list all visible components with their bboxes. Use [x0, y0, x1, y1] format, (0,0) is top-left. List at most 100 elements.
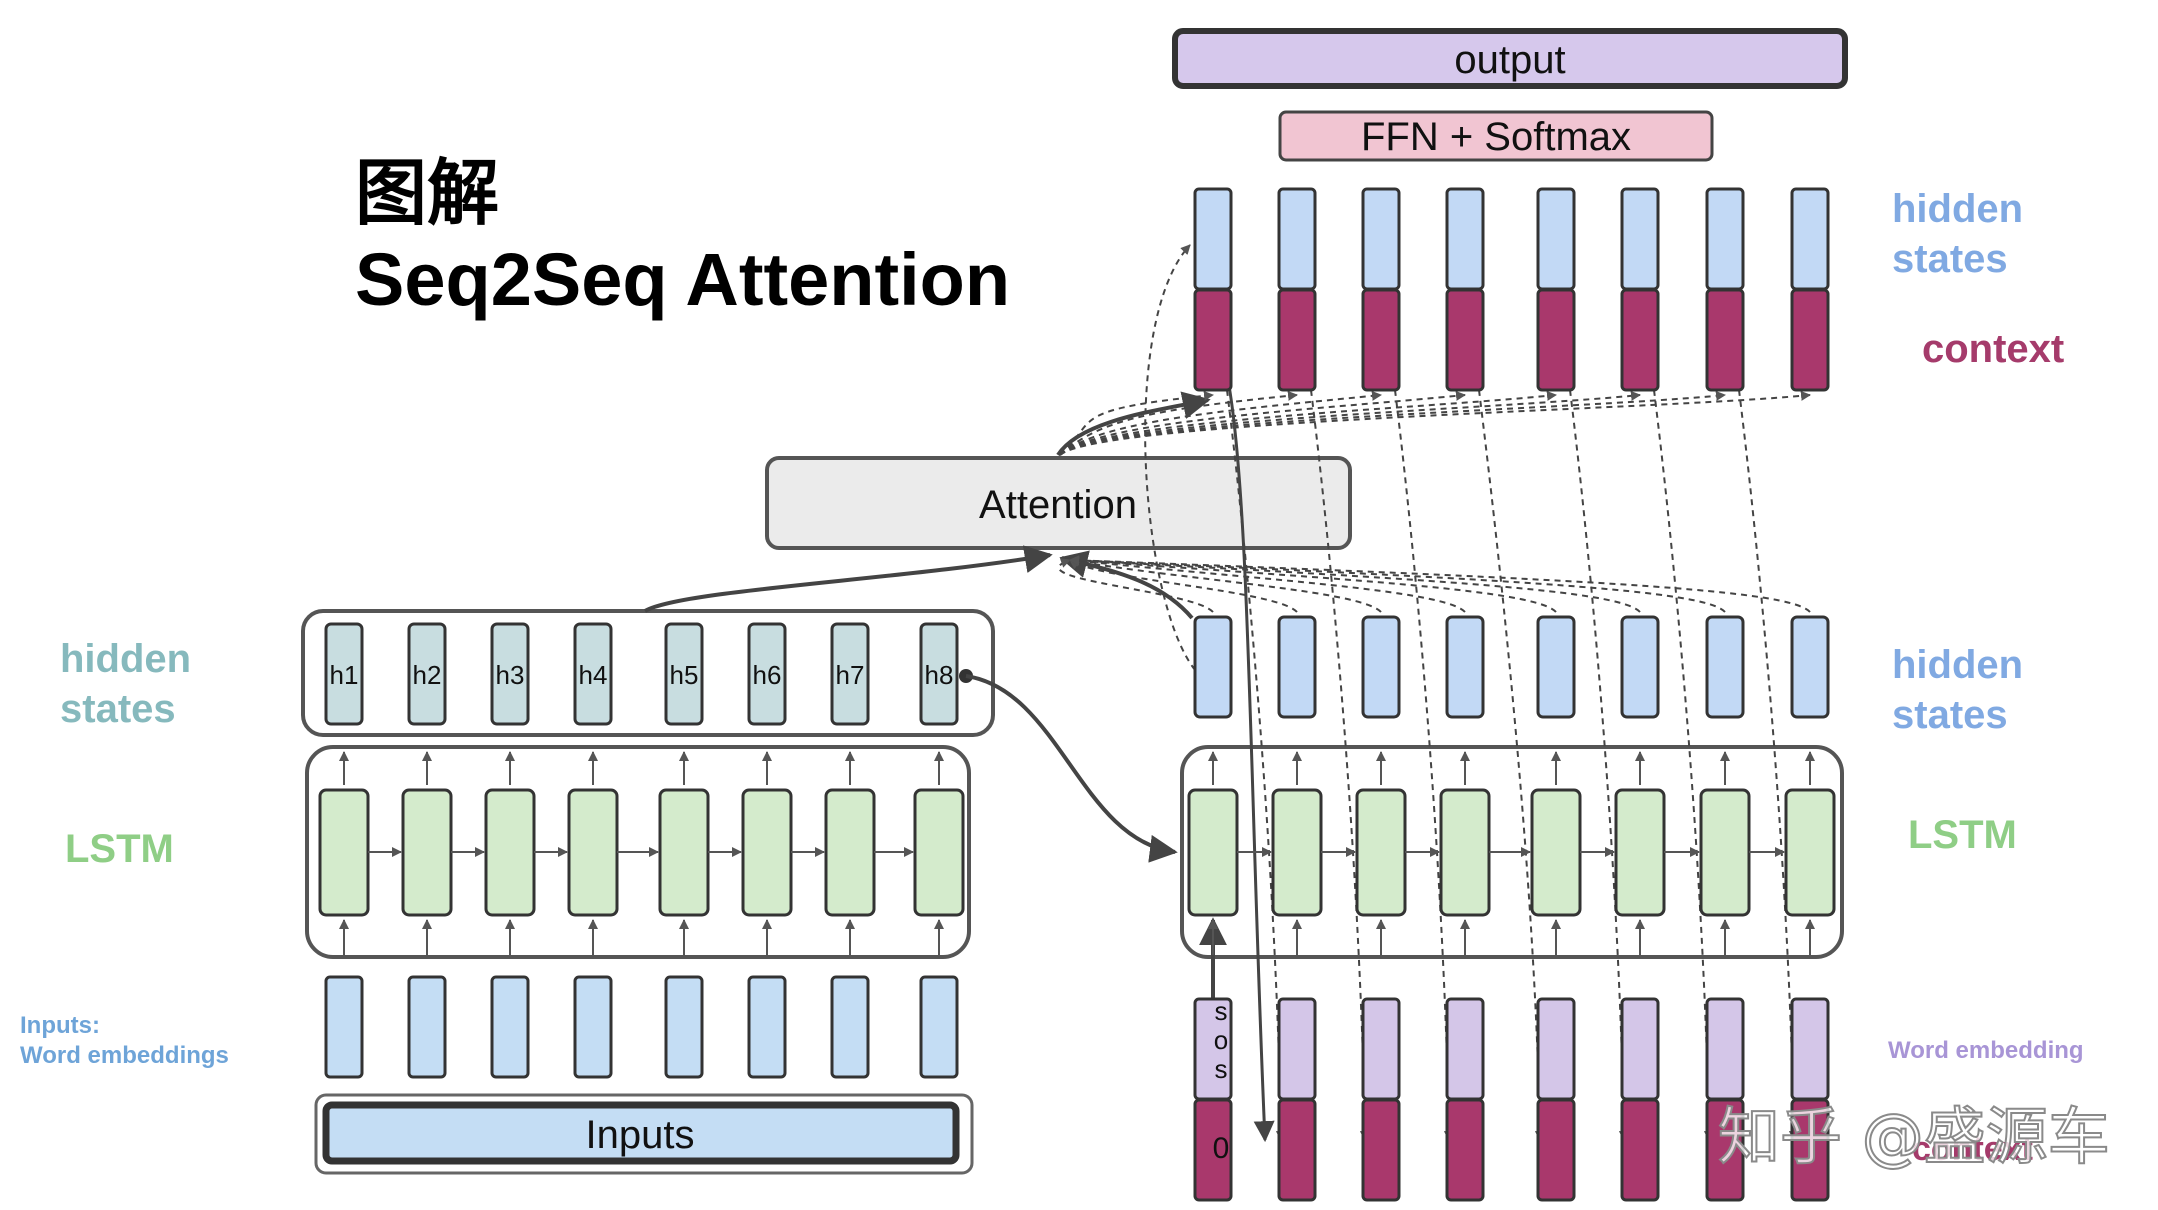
decoder-context-cell — [1445, 1098, 1485, 1202]
decoder-word-embedding-cell — [1536, 997, 1576, 1101]
decoder-top-hidden-cell — [1193, 187, 1233, 291]
encoder-lstm-label: LSTM — [65, 827, 174, 871]
hidden-to-attention-dashed-arrow — [1069, 555, 1641, 613]
attention-to-context-dashed-arrow — [1059, 390, 1726, 456]
encoder-hidden-cell — [490, 622, 530, 726]
decoder-top-context-cell — [1445, 288, 1485, 392]
decoder-word-embedding-cell — [1445, 997, 1485, 1101]
encoder-lstm-cells — [318, 751, 965, 955]
encoder-lstm-container — [305, 745, 971, 959]
attention-to-context-dashed-arrow — [1059, 390, 1811, 456]
encoder-hidden-cell — [919, 622, 959, 726]
output-label: output — [1454, 38, 1565, 82]
decoder-lstm-cell — [1699, 788, 1751, 917]
encoder-hidden-label: h2 — [413, 660, 442, 690]
decoder-lstm-label: LSTM — [1908, 813, 2017, 857]
decoder-top-context-cell — [1620, 288, 1660, 392]
decoder-top-context-label: context — [1922, 327, 2064, 371]
decoder-output-columns — [1193, 187, 1830, 392]
output-stack: output FFN + Softmax — [1172, 28, 1848, 162]
decoder-context-cell — [1536, 1098, 1576, 1202]
inputs-box — [322, 1101, 960, 1165]
encoder-hidden-label: h7 — [836, 660, 865, 690]
context-to-input-dashed-arrow — [1478, 389, 1545, 1141]
encoder-hidden-container — [301, 609, 995, 737]
encoder-lstm-cell — [401, 788, 453, 917]
attention-block: Attention — [765, 456, 1352, 550]
decoder-top-context-cell — [1193, 288, 1233, 392]
decoder-context-cell — [1620, 1098, 1660, 1202]
decoder-hidden-cell — [1620, 615, 1660, 719]
hidden-to-attention-dashed-arrow — [1058, 558, 1214, 613]
encoder-lstm-cell — [913, 788, 965, 917]
zero-context-label: 0 — [1213, 1132, 1230, 1165]
decoder-context-label: context — [1912, 1130, 2033, 1168]
attention-to-context-dashed-arrow — [1059, 390, 1214, 456]
decoder-context-cell — [1277, 1098, 1317, 1202]
context-feed-arrow — [1226, 379, 1275, 1143]
decoder-top-context-cell — [1361, 288, 1401, 392]
decoder-top-context-cell — [1705, 288, 1745, 392]
decoder-lstm-cell — [1614, 788, 1666, 917]
encoder-lstm-cell — [318, 788, 370, 917]
watermark-text: 知乎 @盛源车 — [1718, 1100, 2110, 1173]
context-to-input-dashed-arrow — [1738, 389, 1799, 1141]
encoder-hidden-cell — [830, 622, 870, 726]
decoder-lstm-cell — [1271, 788, 1323, 917]
context-to-input-dashed-arrow — [1394, 389, 1454, 1141]
title-line-1: 图解 — [355, 151, 499, 235]
decoder-top-context-cell — [1536, 288, 1576, 392]
hidden-to-attention-dashed-arrow — [1069, 555, 1557, 613]
decoder-top-hidden-cell — [1705, 187, 1745, 291]
decoder-hidden-cell — [1705, 615, 1745, 719]
h8-to-decoder-arrow — [965, 674, 1178, 863]
hidden-to-attention-dashed-arrow — [1069, 555, 1811, 613]
hidden-bypass-dashed-arrow — [1144, 244, 1196, 671]
decoder-lstm-cell — [1187, 788, 1239, 917]
encoder-hidden-label: h3 — [496, 660, 525, 690]
decoder-inputs — [1193, 997, 1830, 1202]
encoder-hidden-cell — [324, 622, 364, 726]
encoder-embedding-cell — [573, 975, 613, 1079]
decoder-word-embedding-cell — [1705, 997, 1745, 1101]
encoder-embedding-cell — [407, 975, 447, 1079]
encoder-embedding-cell — [830, 975, 870, 1079]
encoder-hidden-cell — [573, 622, 613, 726]
decoder-context-cell — [1193, 1098, 1233, 1202]
inputs-label: Inputs — [586, 1113, 695, 1157]
decoder-lstm-container — [1180, 745, 1844, 959]
inputs-outer-frame — [314, 1093, 974, 1175]
encoder-embedding-cell — [324, 975, 364, 1079]
encoder-hidden-label: h4 — [579, 660, 608, 690]
decoder-word-embedding-cell — [1361, 997, 1401, 1101]
encoder-hidden-cell — [407, 622, 447, 726]
decoder-context-cell — [1705, 1098, 1745, 1202]
encoder-hidden-label: h5 — [670, 660, 699, 690]
encoder-hidden-cell — [747, 622, 787, 726]
hidden-to-attention-dashed-arrow — [1069, 555, 1726, 613]
decoder-hidden-states — [1193, 615, 1830, 719]
decoder-top-hidden-cell — [1445, 187, 1485, 291]
diagram-title: 图解 Seq2Seq Attention — [355, 151, 1010, 321]
decoder-hidden-cell — [1445, 615, 1485, 719]
encoder-lstm-cell — [567, 788, 619, 917]
hidden-to-attention-dashed-arrow — [1069, 556, 1382, 613]
decoder-hidden-cell — [1193, 615, 1233, 719]
encoder-embedding-cell — [664, 975, 704, 1079]
ffn-softmax-label: FFN + Softmax — [1361, 115, 1631, 159]
decoder-top-hidden-cell — [1790, 187, 1830, 291]
encoder-lstm-cell — [484, 788, 536, 917]
decoder-lstm-cell — [1355, 788, 1407, 917]
attention-to-context-dashed-arrow — [1059, 390, 1382, 456]
hidden-to-attention-dashed-arrow — [1069, 559, 1298, 613]
output-box — [1172, 28, 1848, 89]
decoder-top-hidden-cell — [1620, 187, 1660, 291]
hidden-to-attention-dashed-arrow — [1069, 555, 1466, 613]
decoder-word-embedding-cell — [1277, 997, 1317, 1101]
